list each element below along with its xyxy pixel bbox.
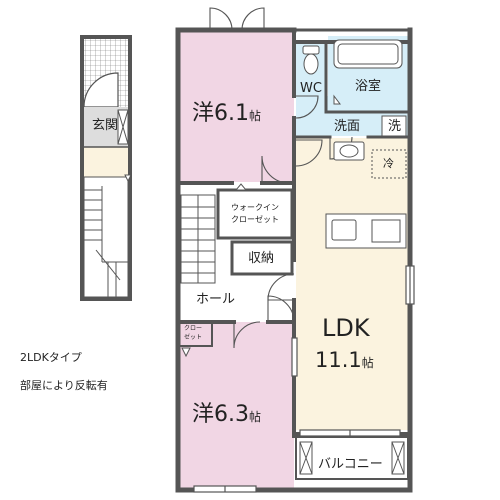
western-room-1-text: 洋6.1帖 (192, 101, 262, 126)
kitchen-sink (331, 219, 357, 241)
ldk-size-text: 11.1帖 (315, 348, 374, 372)
doors (209, 7, 353, 349)
balcony-evacuation-left (299, 441, 313, 475)
unit-type-note: 2LDKタイプ (20, 351, 82, 364)
entrance-door-swing (83, 72, 119, 108)
stairs-outline (83, 176, 129, 298)
reverse-note: 部屋により反転有 (20, 379, 108, 392)
closet-label-1: クロー (184, 325, 203, 332)
hall-label: ホール (196, 292, 236, 307)
toilet-tank (302, 45, 320, 55)
ldk-text: LDK (322, 314, 370, 342)
entrance-label: 玄関 (92, 118, 119, 133)
fridge-space (371, 149, 407, 179)
bathtub-inner (337, 43, 399, 65)
stairwell-entrance (80, 35, 132, 301)
washer-label: 洗 (388, 119, 402, 134)
western-room-2-label: 洋6.3帖 (192, 404, 261, 426)
balcony-label: バルコニー (318, 457, 383, 472)
toilet-bowl (303, 53, 319, 75)
wc-label: WC (300, 81, 322, 96)
entrance-corridor (84, 147, 128, 177)
fixtures (302, 39, 407, 249)
western-room-1-floor (180, 31, 294, 182)
ldk-label-top: LDK (322, 316, 370, 340)
storage-label: 収納 (248, 251, 275, 266)
closet-label-2: ゼット (184, 334, 203, 341)
ldk-label-bottom: 11.1帖 (315, 350, 374, 371)
washer-space (381, 115, 407, 137)
kitchen-stove (371, 219, 401, 243)
balcony-floor (296, 436, 408, 480)
balcony-evacuation-right (391, 441, 405, 475)
walkin-closet-label-2: クローゼット (231, 215, 279, 224)
western-room-2-text: 洋6.3帖 (192, 402, 262, 427)
windows (193, 265, 415, 493)
balcony-details (299, 441, 405, 475)
ldk-window-left (291, 337, 298, 377)
hall-stairs (180, 194, 216, 284)
ldk-floor (296, 138, 408, 430)
fridge-label: 冷 (383, 157, 394, 170)
walkin-closet-label-1: ウォークイン (231, 203, 279, 212)
western-room-2-floor (180, 322, 294, 488)
washroom-label: 洗面 (334, 119, 361, 134)
bath-label: 浴室 (355, 79, 382, 94)
arrow-markers (124, 94, 341, 358)
western-room-1-label: 洋6.1帖 (192, 103, 261, 125)
